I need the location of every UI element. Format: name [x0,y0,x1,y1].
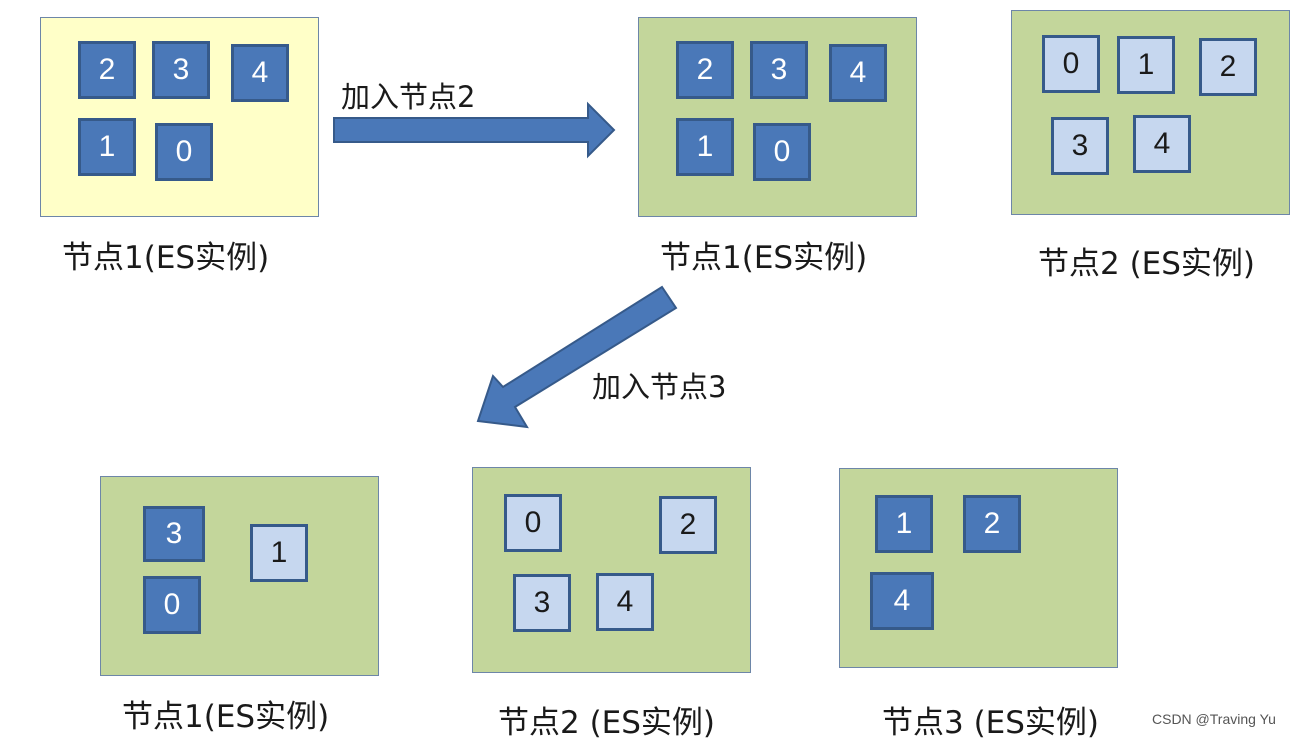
stage3-node2-shard: 4 [596,573,654,631]
stage2-node1-shard: 0 [753,123,811,181]
stage2-node1-shard: 2 [676,41,734,99]
stage1-node1-shard: 2 [78,41,136,99]
stage2-node2-box: 0 1 2 3 4 [1011,10,1290,215]
watermark-text: CSDN @Traving Yu [1152,711,1276,727]
stage2-node2-caption: 节点2 (ES实例) [1038,246,1256,282]
stage3-node1-caption: 节点1(ES实例) [122,699,330,735]
add-node3-arrow [476,285,678,429]
stage2-node1-shard: 3 [750,41,808,99]
stage3-node3-shard: 1 [875,495,933,553]
stage3-node2-shard: 0 [504,494,562,552]
stage3-node1-shard: 3 [143,506,205,562]
stage3-node3-box: 1 2 4 [839,468,1118,668]
stage2-node1-box: 2 3 4 1 0 [638,17,917,217]
stage3-node1-shard: 1 [250,524,308,582]
stage2-node2-shard: 1 [1117,36,1175,94]
stage1-node1-shard: 4 [231,44,289,102]
stage3-node3-shard: 2 [963,495,1021,553]
stage3-node2-box: 0 2 3 4 [472,467,751,673]
stage2-node2-shard: 2 [1199,38,1257,96]
stage3-node3-caption: 节点3 (ES实例) [882,705,1100,741]
stage3-node1-shard: 0 [143,576,201,634]
stage2-node1-shard: 4 [829,44,887,102]
add-node2-arrow [333,101,616,159]
stage1-node1-caption: 节点1(ES实例) [62,240,270,276]
stage1-node1-shard: 3 [152,41,210,99]
stage2-node1-caption: 节点1(ES实例) [660,240,868,276]
add-node3-label: 加入节点3 [592,370,727,404]
stage2-node2-shard: 4 [1133,115,1191,173]
stage2-node2-shard: 0 [1042,35,1100,93]
stage1-node1-shard: 1 [78,118,136,176]
stage3-node2-shard: 3 [513,574,571,632]
add-node2-label: 加入节点2 [341,80,476,114]
stage3-node1-box: 3 1 0 [100,476,379,676]
stage3-node2-caption: 节点2 (ES实例) [498,705,716,741]
stage1-node1-box: 2 3 4 1 0 [40,17,319,217]
stage1-node1-shard: 0 [155,123,213,181]
stage2-node1-shard: 1 [676,118,734,176]
stage3-node3-shard: 4 [870,572,934,630]
stage2-node2-shard: 3 [1051,117,1109,175]
stage3-node2-shard: 2 [659,496,717,554]
